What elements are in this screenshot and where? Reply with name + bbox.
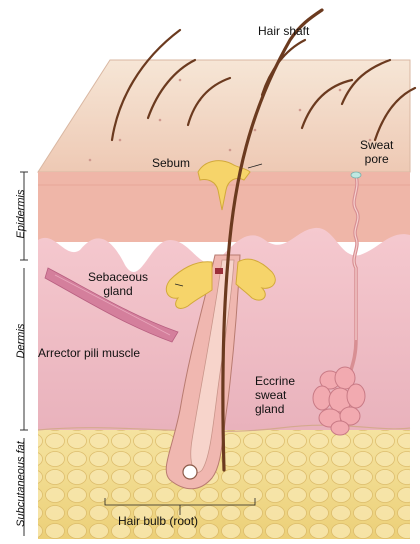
sweat-pore-label-line1: Sweat (360, 138, 393, 152)
epidermis-side-label: Epidermis (15, 179, 27, 249)
subcutaneous-side-label: Subcutaneous fat (15, 429, 27, 539)
sebaceous-gland-label: Sebaceous gland (88, 270, 148, 298)
eccrine-label-line2: sweat (255, 388, 295, 402)
hair-shaft-label: Hair shaft (258, 24, 309, 38)
arrector-pili-label: Arrector pili muscle (38, 346, 140, 360)
hair-bulb (183, 465, 197, 479)
eccrine-label-line1: Eccrine (255, 374, 295, 388)
sweat-pore-label: Sweat pore (360, 138, 393, 166)
hair-bulb-label: Hair bulb (root) (118, 514, 198, 528)
sweat-pore-icon (351, 172, 361, 178)
sebum-label: Sebum (152, 156, 190, 170)
skin-surface (38, 60, 410, 172)
sebaceous-label-line2: gland (88, 284, 148, 298)
eccrine-label-line3: gland (255, 402, 295, 416)
sebaceous-label-line1: Sebaceous (88, 270, 148, 284)
eccrine-sweat-gland-label: Eccrine sweat gland (255, 374, 295, 416)
dermis-side-label: Dermis (15, 316, 27, 366)
sweat-pore-label-line2: pore (360, 152, 393, 166)
